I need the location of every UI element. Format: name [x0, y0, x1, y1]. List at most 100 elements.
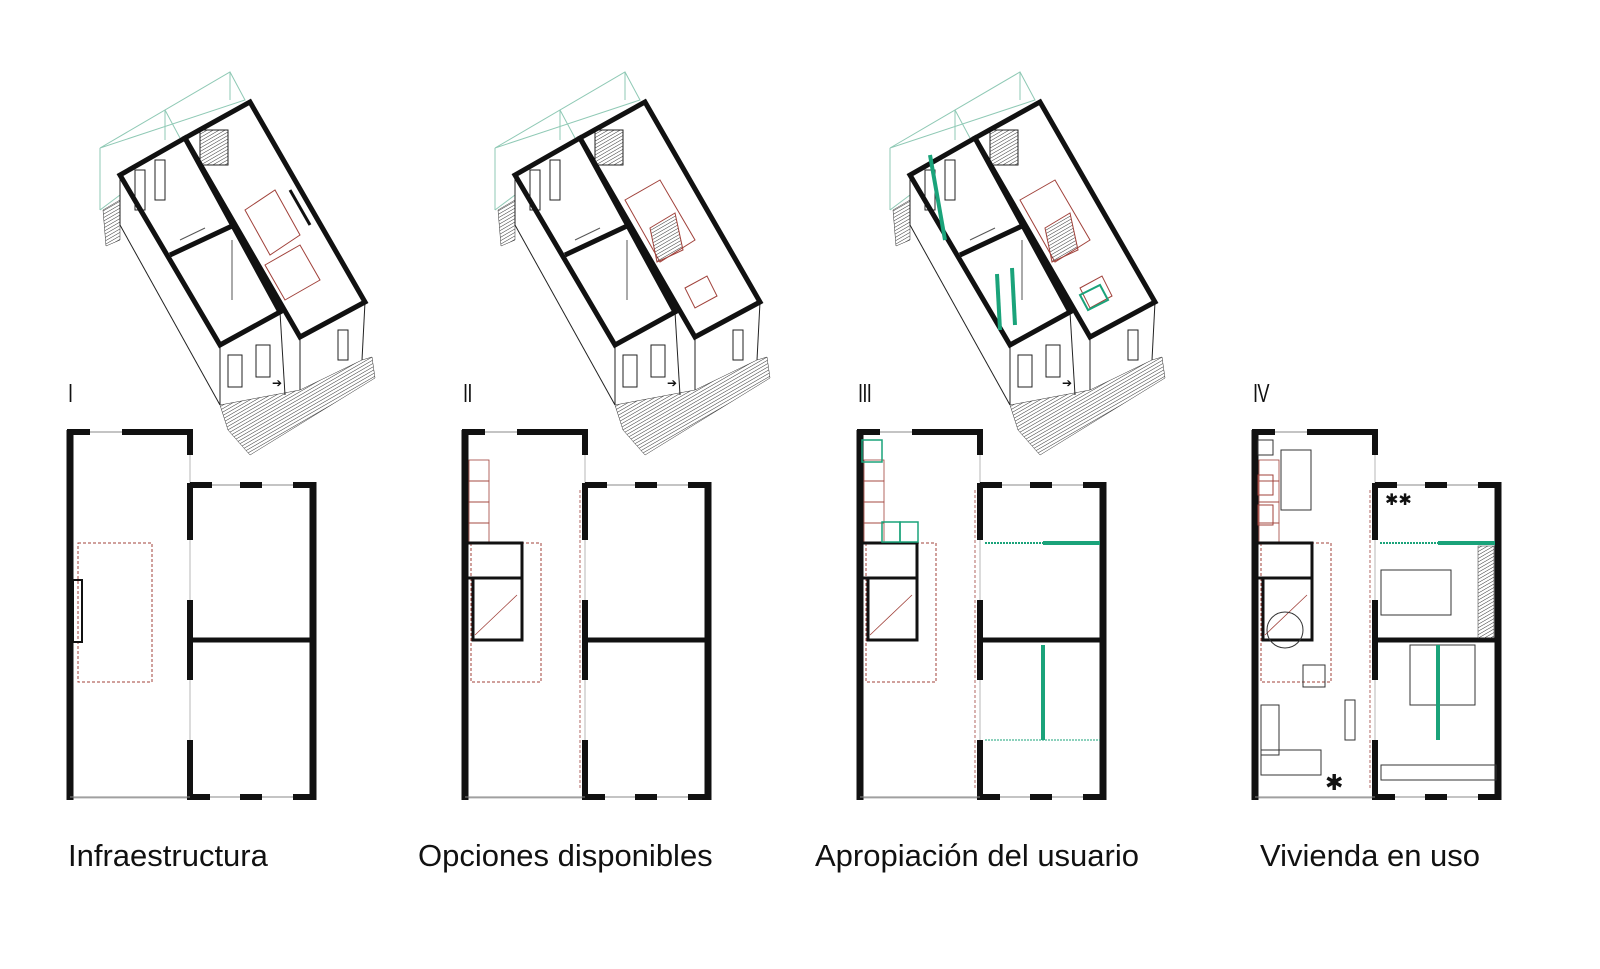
shower-line [1264, 594, 1308, 636]
door [1045, 344, 1061, 378]
panel-numeral-2: II [463, 378, 472, 408]
kitchen-cell [1258, 522, 1280, 545]
bath-sink-room [860, 541, 919, 580]
door [1017, 354, 1033, 388]
wall-edge [1069, 311, 1076, 396]
round-table [1266, 611, 1304, 649]
kitchen-cell [863, 501, 885, 524]
frame-mid [164, 109, 181, 139]
isometric-view: ➔ [889, 71, 1166, 456]
dining-table [1280, 449, 1312, 511]
entry-arrow: ➔ [1062, 376, 1072, 390]
left-unit-walls [511, 134, 679, 349]
furniture: ✱✱✱ [1257, 439, 1497, 795]
door [622, 354, 638, 388]
entry-arrow: ➔ [272, 376, 282, 390]
facade [909, 175, 1156, 406]
green-partition [928, 154, 947, 241]
armchair [1302, 664, 1326, 688]
sofa-chaise [1260, 749, 1322, 776]
plant-icon: ✱✱ [1385, 492, 1412, 509]
sofa [1260, 704, 1280, 756]
shower-room [1261, 576, 1314, 642]
kitchen-zone-dashed [77, 542, 153, 683]
double-bed [1380, 569, 1452, 616]
right-unit-walls [576, 98, 764, 341]
front-terrace [1009, 356, 1166, 456]
isometric-view: ➔ [494, 71, 771, 456]
kitchen-cell [468, 522, 490, 545]
wall-edge [756, 301, 761, 361]
frame-mid [559, 109, 576, 139]
entry-arrow: ➔ [667, 376, 677, 390]
wall-edge [361, 301, 366, 361]
wall-edge [1151, 301, 1156, 361]
frame-mid [954, 109, 971, 139]
shower-line [474, 594, 518, 636]
living-outline [859, 431, 981, 799]
window [944, 159, 956, 201]
partition-wall [563, 223, 629, 258]
door [1127, 329, 1139, 361]
zone-dashed [865, 542, 937, 683]
caption-infraestructura: Infraestructura [68, 838, 268, 873]
user-partitions [928, 154, 1110, 331]
facade [119, 175, 366, 406]
living-outline [69, 431, 191, 799]
kitchen-cell [863, 459, 885, 482]
door [227, 354, 243, 388]
fridge [1257, 439, 1274, 456]
right-unit-walls [181, 98, 369, 341]
shower-room [866, 576, 919, 642]
left-unit-walls [116, 134, 284, 349]
kitchen-cell [1258, 480, 1280, 503]
options-furniture [1019, 179, 1113, 309]
plant-icon: ✱ [1325, 770, 1343, 795]
balcony-frame [889, 71, 1036, 211]
door [650, 344, 666, 378]
balcony-frame [99, 71, 246, 211]
living-outline [464, 431, 586, 799]
kitchen-cell [468, 459, 490, 482]
wall-bottom-side [909, 224, 1011, 406]
window [549, 159, 561, 201]
kitchen-cell [468, 480, 490, 503]
door [255, 344, 271, 378]
panel-numeral-3: III [858, 378, 872, 408]
bath-sink-room [465, 541, 524, 580]
panel-3: ➔ [856, 71, 1166, 800]
back-terrace [102, 199, 121, 247]
twin-beds [1409, 644, 1476, 706]
caption-opciones-disponibles: Opciones disponibles [418, 838, 713, 873]
wall-module [72, 579, 83, 643]
kitchen-cell [863, 522, 885, 545]
kitchen-block [244, 189, 301, 256]
window [594, 129, 624, 166]
wardrobe [1477, 545, 1495, 639]
green-cabinet [1078, 283, 1110, 312]
interior [969, 227, 996, 241]
zone-dashed [1260, 542, 1332, 683]
desk [1380, 764, 1497, 781]
green-partition [995, 273, 1002, 331]
window [199, 129, 229, 166]
stair-module [649, 212, 684, 263]
kitchen-frame [624, 179, 696, 263]
wall-edge [279, 311, 286, 396]
options-furniture [244, 189, 321, 301]
front-terrace [614, 356, 771, 456]
stair-module [1044, 212, 1079, 263]
kitchen-cell [468, 501, 490, 524]
frame-base [99, 194, 121, 211]
green-cell [881, 521, 901, 543]
shower-room [471, 576, 524, 642]
options-furniture [624, 179, 718, 309]
right-unit-walls [971, 98, 1159, 341]
window [989, 129, 1019, 166]
zone-dashed [470, 542, 542, 683]
wall-bottom-side [119, 224, 221, 406]
isometric-view: ➔ [99, 71, 376, 456]
front-terrace [219, 356, 376, 456]
wall-bottom-side [514, 224, 616, 406]
